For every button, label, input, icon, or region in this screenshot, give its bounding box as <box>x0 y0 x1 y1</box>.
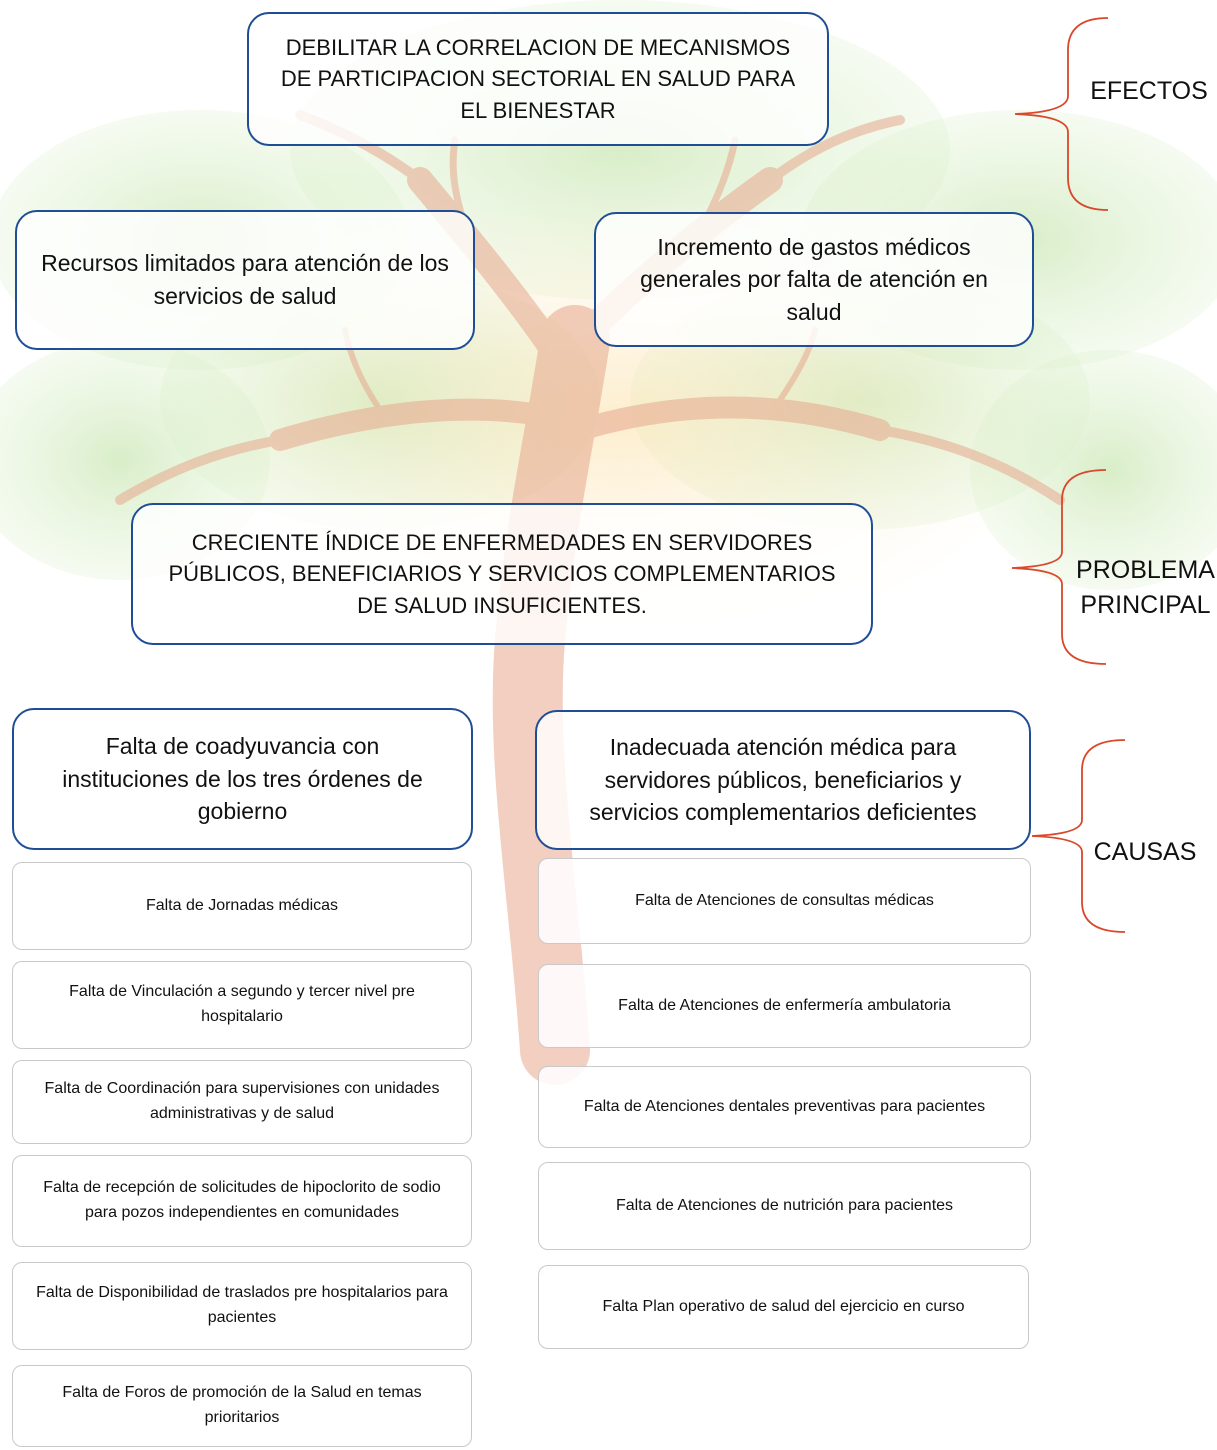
cause-left-item: Falta de Vinculación a segundo y tercer … <box>12 961 472 1049</box>
cause-right-item-text: Falta de Atenciones dentales preventivas… <box>583 1097 986 1115</box>
effect-right-text: Incremento de gastos médicos generales p… <box>640 233 988 325</box>
main-problem-text: CRECIENTE ÍNDICE DE ENFERMEDADES EN SERV… <box>168 530 836 618</box>
cause-left-title-box: Falta de coadyuvancia con instituciones … <box>12 708 473 850</box>
effect-main-box: DEBILITAR LA CORRELACION DE MECANISMOS D… <box>247 12 829 146</box>
cause-right-title-box: Inadecuada atención médica para servidor… <box>535 710 1031 850</box>
cause-right-item: Falta de Atenciones de consultas médicas <box>538 858 1031 944</box>
cause-right-item-text: Falta de Atenciones de enfermería ambula… <box>618 996 951 1014</box>
label-causes: CAUSAS <box>1093 838 1197 866</box>
main-problem-box: CRECIENTE ÍNDICE DE ENFERMEDADES EN SERV… <box>131 503 873 645</box>
cause-right-item: Falta de Atenciones de nutrición para pa… <box>538 1162 1031 1250</box>
cause-left-item: Falta de Foros de promoción de la Salud … <box>12 1365 472 1447</box>
cause-left-item-text: Falta de Vinculación a segundo y tercer … <box>69 983 415 1025</box>
cause-right-title-text: Inadecuada atención médica para servidor… <box>589 734 977 826</box>
effect-right-box: Incremento de gastos médicos generales p… <box>594 212 1034 347</box>
cause-left-item-text: Falta de recepción de solicitudes de hip… <box>43 1179 441 1221</box>
label-problem: PROBLEMA PRINCIPAL <box>1076 556 1215 619</box>
cause-left-item: Falta de Jornadas médicas <box>12 862 472 950</box>
cause-right-item-text: Falta de Atenciones de consultas médicas <box>635 891 934 909</box>
cause-left-title-text: Falta de coadyuvancia con instituciones … <box>62 733 423 825</box>
cause-right-item-text: Falta Plan operativo de salud del ejerci… <box>602 1297 965 1315</box>
effect-main-text: DEBILITAR LA CORRELACION DE MECANISMOS D… <box>280 35 796 123</box>
cause-right-item: Falta de Atenciones de enfermería ambula… <box>538 964 1031 1048</box>
effect-left-text: Recursos limitados para atención de los … <box>41 250 449 309</box>
cause-right-item: Falta Plan operativo de salud del ejerci… <box>538 1265 1029 1349</box>
cause-left-item: Falta de recepción de solicitudes de hip… <box>12 1155 472 1247</box>
cause-right-item-text: Falta de Atenciones de nutrición para pa… <box>615 1196 954 1214</box>
label-effects: EFECTOS <box>1090 77 1208 105</box>
cause-left-item-text: Falta de Disponibilidad de traslados pre… <box>36 1284 448 1326</box>
cause-left-item-text: Falta de Foros de promoción de la Salud … <box>62 1384 422 1426</box>
cause-right-item: Falta de Atenciones dentales preventivas… <box>538 1066 1031 1148</box>
cause-left-item: Falta de Disponibilidad de traslados pre… <box>12 1262 472 1350</box>
cause-left-item-text: Falta de Coordinación para supervisiones… <box>44 1080 440 1122</box>
cause-left-item: Falta de Coordinación para supervisiones… <box>12 1060 472 1144</box>
cause-left-item-text: Falta de Jornadas médicas <box>145 896 339 914</box>
effect-left-box: Recursos limitados para atención de los … <box>15 210 475 350</box>
